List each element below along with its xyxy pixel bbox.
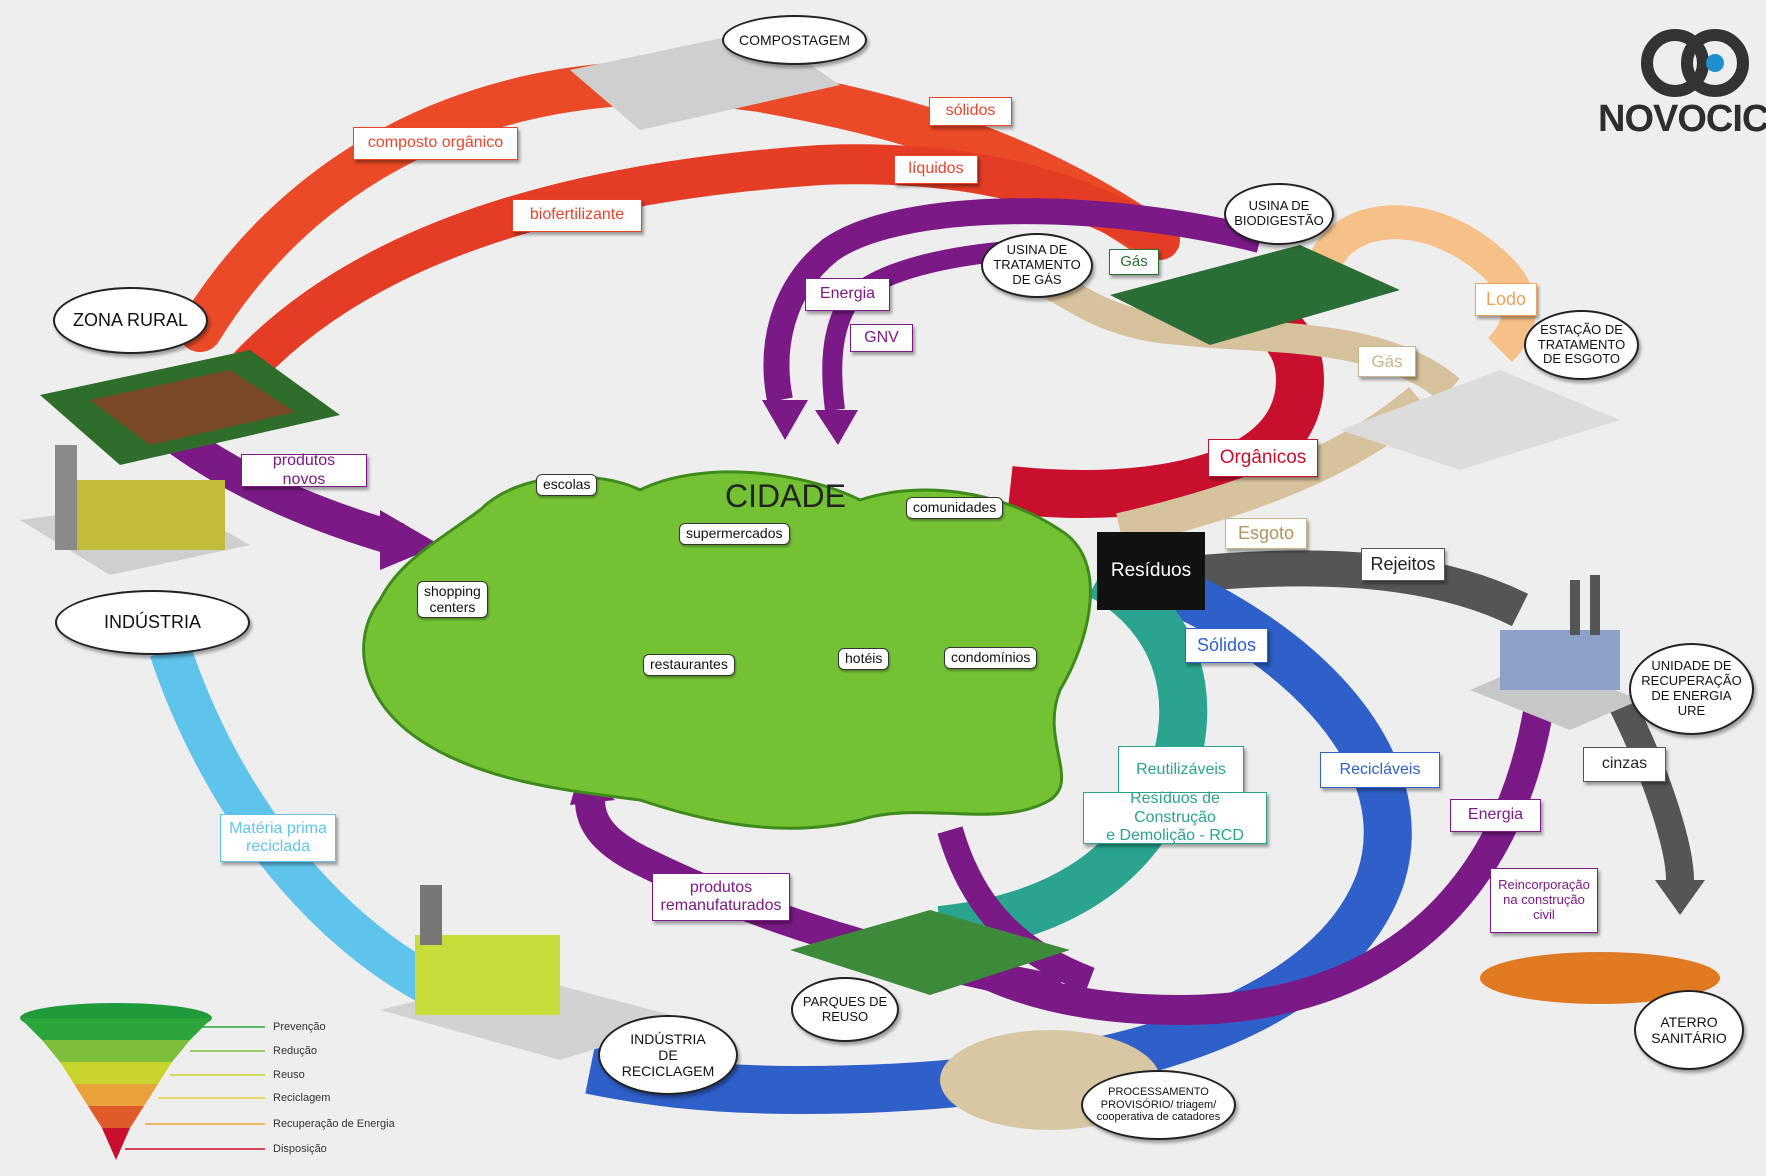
novociclo-logo (1641, 29, 1749, 97)
place-restaurantes: restaurantes (643, 654, 735, 676)
node-zona-rural: ZONA RURAL (53, 287, 208, 354)
label-rejeitos: Rejeitos (1361, 548, 1445, 581)
biodigester-block (1110, 245, 1400, 345)
reuse-park-block (790, 910, 1070, 995)
legend-prevencao: Prevenção (273, 1021, 326, 1033)
arc-remanufaturados-2 (937, 826, 1095, 993)
node-aterro: ATERRO SANITÁRIO (1634, 990, 1744, 1070)
arc-cinzas (1607, 693, 1694, 881)
legend-disposicao: Disposição (273, 1143, 327, 1155)
label-produtos-novos: produtos novos (241, 452, 367, 488)
node-industria: INDÚSTRIA (55, 590, 250, 655)
arc-produtos-novos (170, 426, 405, 557)
arc-lodo (1303, 205, 1536, 363)
label-esgoto: Esgoto (1225, 518, 1307, 549)
node-estacao-esgoto: ESTAÇÃO DE TRATAMENTO DE ESGOTO (1524, 310, 1639, 380)
label-reciclaveis: Recicláveis (1320, 752, 1440, 788)
legend-recuperacao-energia: Recuperação de Energia (273, 1118, 395, 1130)
place-hoteis: hotéis (838, 648, 890, 670)
node-parques-reuso: PARQUES DE REUSO (791, 977, 899, 1042)
city-title: CIDADE (725, 478, 846, 514)
label-composto-organico: composto orgânico (353, 127, 518, 160)
label-reutilizaveis: Reutilizáveis (1118, 746, 1244, 794)
label-produtos-remanufaturados: produtos remanufaturados (652, 873, 790, 921)
label-energia-top: Energia (805, 278, 890, 311)
legend-reciclagem: Reciclagem (273, 1092, 331, 1104)
legend-reducao: Redução (273, 1045, 318, 1057)
label-biofertilizante: biofertilizante (512, 199, 642, 232)
label-energia-right: Energia (1450, 799, 1541, 832)
place-escolas: escolas (536, 474, 598, 496)
label-solidos-top: sólidos (929, 97, 1012, 126)
city-island (362, 470, 1092, 830)
node-usina-gas: USINA DE TRATAMENTO DE GÁS (981, 233, 1093, 298)
arc-energia-top (763, 198, 1264, 403)
label-liquidos: líquidos (894, 155, 978, 184)
label-lodo: Lodo (1475, 283, 1537, 316)
label-gnv: GNV (850, 324, 913, 352)
node-compostagem: COMPOSTAGEM (722, 15, 867, 65)
sewage-block (1340, 370, 1620, 470)
node-industria-reciclagem: INDÚSTRIA DE RECICLAGEM (598, 1015, 738, 1095)
brand-name: NOVOCICL (1598, 98, 1766, 140)
label-organicos: Orgânicos (1208, 439, 1318, 477)
place-condominios: condomínios (944, 647, 1038, 669)
label-residuos: Resíduos (1097, 532, 1205, 610)
node-usina-biodigestao: USINA DE BIODIGESTÃO (1224, 183, 1334, 245)
label-gas-green: Gás (1109, 249, 1159, 275)
node-ure: UNIDADE DE RECUPERAÇÃO DE ENERGIA URE (1629, 643, 1754, 735)
label-solidos: Sólidos (1185, 628, 1268, 663)
place-supermercados: supermercados (679, 523, 790, 545)
node-processamento: PROCESSAMENTO PROVISÓRIO/ triagem/ coope… (1081, 1070, 1236, 1140)
label-cinzas: cinzas (1583, 747, 1666, 782)
place-shopping: shopping centers (417, 581, 488, 619)
place-comunidades: comunidades (906, 497, 1004, 519)
legend-reuso: Reuso (273, 1069, 305, 1081)
label-gas-beige: Gás (1358, 346, 1416, 377)
label-reincorporacao: Reincorporação na construção civil (1490, 868, 1598, 933)
landfill (1480, 952, 1720, 1004)
arc-liquidos (230, 144, 1180, 385)
label-materia-prima: Matéria prima reciclada (220, 814, 336, 862)
label-rcd: Resíduos de Construção e Demolição - RCD (1083, 790, 1267, 844)
waste-hierarchy-funnel (20, 1003, 265, 1160)
